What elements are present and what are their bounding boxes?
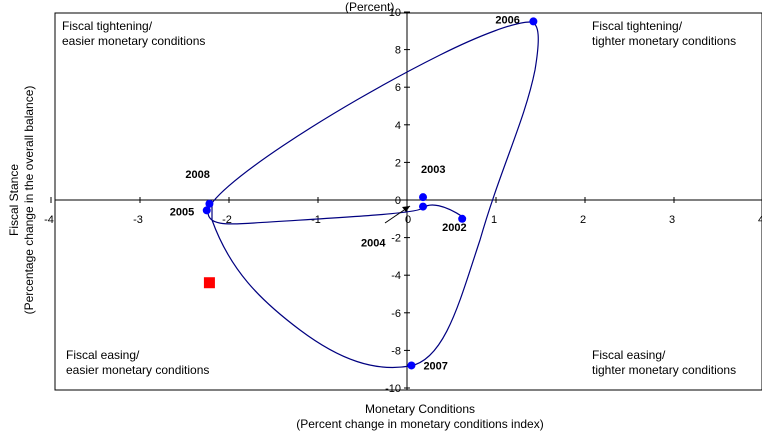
quadrant-label-bottom-right: Fiscal easing/ tighter monetary conditio…	[592, 348, 736, 378]
x-axis-title: Monetary Conditions (Percent change in m…	[200, 402, 640, 432]
title-top-fragment: (Percent)	[345, 0, 394, 14]
year-label-2005: 2005	[170, 206, 194, 218]
arrow-head	[402, 206, 410, 212]
y-tick-label: 2	[395, 157, 401, 169]
data-point-2004	[419, 202, 428, 211]
year-label-2008: 2008	[185, 169, 209, 181]
quadrant-label-bottom-left: Fiscal easing/ easier monetary condition…	[66, 348, 209, 378]
quadrant-label-top-right: Fiscal tightening/ tighter monetary cond…	[592, 19, 736, 49]
y-tick-label: -4	[391, 270, 401, 282]
quadrant-label-top-left: Fiscal tightening/ easier monetary condi…	[62, 19, 205, 49]
x-axis-title-sub: (Percent change in monetary conditions i…	[296, 417, 544, 431]
year-label-2002: 2002	[442, 222, 466, 234]
year-label-2003: 2003	[421, 164, 445, 176]
red-square-marker	[203, 277, 215, 289]
quadrant-label-bottom-left-line2: easier monetary conditions	[66, 363, 210, 377]
x-tick-label: 3	[669, 214, 675, 226]
y-tick-label: 0	[395, 195, 401, 207]
x-axis-title-main: Monetary Conditions	[364, 402, 476, 416]
quadrant-label-bottom-right-line1: Fiscal easing/	[592, 348, 666, 362]
quadrant-label-top-left-line2: easier monetary conditions	[62, 34, 206, 48]
data-point-2006	[529, 17, 538, 26]
x-tick-label: 4	[758, 214, 762, 226]
y-tick-label: 6	[395, 82, 401, 94]
y-tick-label: -6	[391, 308, 401, 320]
x-tick-label: 1	[491, 214, 497, 226]
x-tick-label: -4	[44, 214, 54, 226]
data-point-2002	[458, 214, 467, 223]
quadrant-label-top-right-line1: Fiscal tightening/	[592, 19, 683, 33]
y-axis-title-sub: (Percentage change in the overall balanc…	[22, 85, 36, 315]
x-tick-label: 2	[580, 214, 586, 226]
y-tick-label: -2	[391, 233, 401, 245]
y-tick-label: -10	[385, 383, 401, 395]
y-axis-title: Fiscal Stance (Percentage change in the …	[7, 85, 37, 315]
quadrant-label-top-left-line1: Fiscal tightening/	[62, 19, 153, 33]
year-label-2004: 2004	[361, 238, 386, 250]
data-point-2007	[407, 361, 416, 370]
x-tick-label: -3	[133, 214, 143, 226]
x-tick-label: -1	[311, 214, 321, 226]
y-tick-label: 8	[395, 45, 401, 57]
year-label-2006: 2006	[495, 14, 519, 26]
data-point-2008	[205, 199, 214, 208]
y-tick-label: -8	[391, 345, 401, 357]
year-label-2007: 2007	[423, 360, 447, 372]
x-tick-label: 0	[405, 214, 411, 226]
quadrant-label-bottom-left-line1: Fiscal easing/	[66, 348, 140, 362]
x-tick-label: -2	[222, 214, 232, 226]
y-tick-label: 4	[395, 120, 401, 132]
data-point-2003	[419, 193, 428, 202]
y-axis-title-main: Fiscal Stance	[7, 163, 21, 237]
y-tick-label: 10	[389, 7, 401, 19]
data-point-2005	[202, 206, 211, 215]
quadrant-label-top-right-line2: tighter monetary conditions	[592, 34, 737, 48]
quadrant-label-bottom-right-line2: tighter monetary conditions	[592, 363, 737, 377]
plot-area	[54, 12, 762, 391]
